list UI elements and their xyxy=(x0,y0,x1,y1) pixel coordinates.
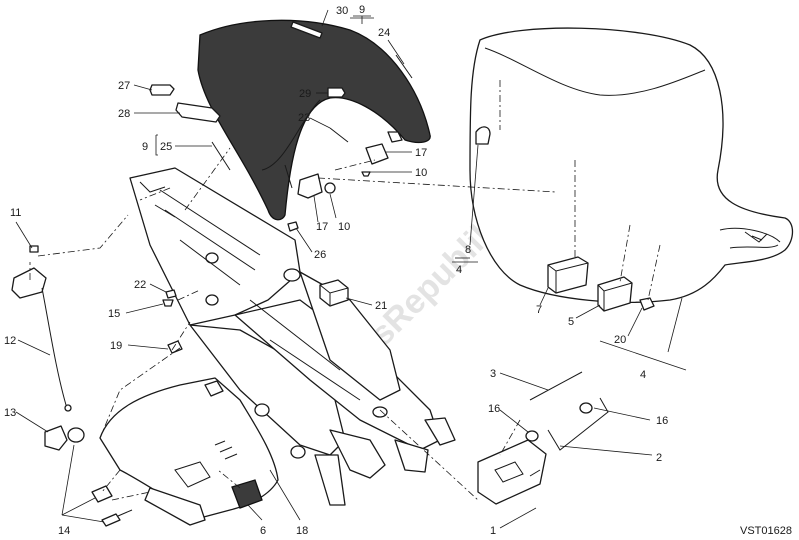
rear-subframe xyxy=(129,167,456,506)
callout-25: 25 xyxy=(160,141,172,153)
seat-cowl xyxy=(197,19,431,221)
callout-labels: 30 9 24 27 28 29 9 25 23 17 10 11 17 10 … xyxy=(4,4,668,537)
callout-21: 21 xyxy=(375,300,387,312)
callout-12: 12 xyxy=(4,335,16,347)
part-28-pad xyxy=(175,102,221,123)
callout-29: 29 xyxy=(299,88,311,100)
part-14-key xyxy=(101,513,121,527)
leader-lines xyxy=(15,9,687,529)
part-30-strip xyxy=(290,21,323,39)
callout-7: 7 xyxy=(536,304,542,316)
callout-28: 28 xyxy=(118,108,130,120)
tray-clip xyxy=(204,380,224,397)
callout-9-top: 9 xyxy=(359,4,365,16)
callout-19: 19 xyxy=(110,340,122,352)
callout-17-upper: 17 xyxy=(415,147,427,159)
part-29-pad xyxy=(327,87,346,98)
part-14-grommet xyxy=(67,427,85,443)
callout-4-left: 4 xyxy=(456,264,462,276)
part-12-lever xyxy=(11,267,47,299)
callout-15: 15 xyxy=(108,308,120,320)
callout-23: 23 xyxy=(298,112,310,124)
part-13-clamp xyxy=(44,425,68,451)
part-2-bracket xyxy=(547,397,609,451)
part-26-stud xyxy=(287,221,299,232)
part-23-pin xyxy=(329,127,349,143)
callout-16-left: 16 xyxy=(488,403,500,415)
tray-strap xyxy=(144,487,206,526)
callout-6: 6 xyxy=(260,525,266,537)
figure-code: VST01628 xyxy=(740,525,792,537)
part-17-bracket-mid xyxy=(297,173,323,199)
callout-17-mid: 17 xyxy=(316,221,328,233)
part-10-nut-mid xyxy=(324,182,336,194)
part-17-clip-upper xyxy=(365,143,389,165)
alignment-lines xyxy=(29,80,661,501)
callout-8: 8 xyxy=(465,244,471,256)
part-16-bushing-right xyxy=(579,402,593,414)
callout-1: 1 xyxy=(490,525,496,537)
part-16-bushing-left xyxy=(525,430,539,442)
callout-20: 20 xyxy=(614,334,626,346)
part-12-cable xyxy=(41,287,67,406)
part-10-screw-upper xyxy=(361,171,371,177)
part-15-nut xyxy=(162,299,174,307)
callout-24: 24 xyxy=(378,27,390,39)
callout-26: 26 xyxy=(314,249,326,261)
callout-30: 30 xyxy=(336,5,348,17)
callout-16-right: 16 xyxy=(656,415,668,427)
callout-11: 11 xyxy=(10,207,21,219)
callout-2: 2 xyxy=(656,452,662,464)
callout-5: 5 xyxy=(568,316,574,328)
rider-seat xyxy=(469,27,794,303)
seat-bumper xyxy=(475,126,491,145)
callout-22: 22 xyxy=(134,279,146,291)
callout-9-left: 9 xyxy=(142,141,148,153)
part-24-pin xyxy=(395,54,413,79)
callout-10-upper: 10 xyxy=(415,167,427,179)
callout-27: 27 xyxy=(118,80,130,92)
part-20-clip xyxy=(639,297,655,311)
part-27-pad xyxy=(149,84,175,96)
callout-4-right: 4 xyxy=(640,369,646,381)
callout-13: 13 xyxy=(4,407,16,419)
part-6-block xyxy=(231,479,263,509)
callout-18: 18 xyxy=(296,525,308,537)
part-25-pin xyxy=(211,141,231,171)
part-21-block xyxy=(319,279,349,307)
part-14-lock xyxy=(91,485,113,503)
part-3-rod xyxy=(529,371,583,401)
callout-14: 14 xyxy=(58,525,70,537)
part-1-latch-plate xyxy=(477,439,547,505)
part-19-clip xyxy=(167,340,183,354)
callout-3: 3 xyxy=(490,368,496,380)
part-22-bolt xyxy=(165,289,177,299)
callout-10-mid: 10 xyxy=(338,221,350,233)
